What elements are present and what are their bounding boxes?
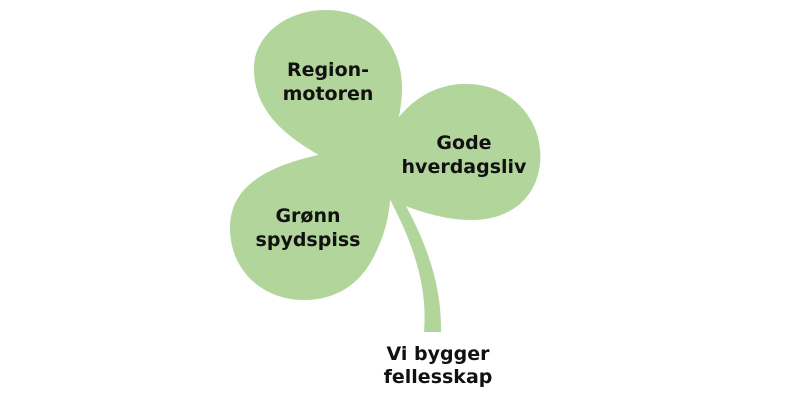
leaf-top — [253, 10, 402, 161]
leaf-left-label: Grønn spydspiss — [240, 204, 376, 252]
leaf-top-label-line2: motoren — [282, 83, 374, 105]
leaf-top-label-line1: Region- — [286, 59, 370, 81]
leaf-right — [375, 83, 541, 220]
leaf-left-label-line1: Grønn — [275, 205, 341, 227]
leaf-right-label: Gode hverdagsliv — [390, 131, 538, 179]
stem-label-line2: fellesskap — [383, 366, 493, 388]
stem-label: Vi bygger fellesskap — [368, 343, 508, 389]
leaf-left-label-line2: spydspiss — [255, 229, 361, 251]
leaf-top-label: Region- motoren — [258, 58, 398, 106]
leaf-right-label-line2: hverdagsliv — [401, 156, 527, 178]
leaf-right-label-line1: Gode — [436, 132, 492, 154]
stem-label-line1: Vi bygger — [386, 343, 490, 365]
clover-stem — [388, 192, 442, 332]
clover-center — [326, 140, 398, 200]
